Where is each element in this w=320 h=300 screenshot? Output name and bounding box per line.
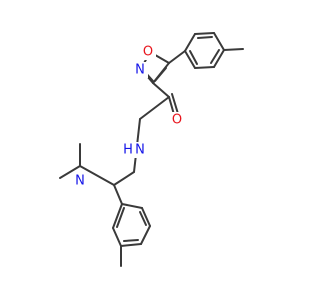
bond	[112, 203, 123, 229]
bond	[213, 49, 225, 68]
atom-labels: O N O H N N	[73, 44, 185, 189]
bond	[210, 49, 220, 64]
svg-text:N: N	[75, 174, 85, 189]
bond	[184, 50, 196, 69]
amine-nitrogen-label: N	[73, 173, 88, 189]
bond	[79, 165, 115, 186]
bond	[113, 184, 123, 205]
amide-nitrogen-label: H N	[123, 142, 146, 158]
ring-nitrogen-label: N	[133, 62, 148, 78]
bond	[223, 48, 244, 51]
bond	[184, 33, 196, 52]
ring-oxygen-label: O	[141, 44, 156, 60]
svg-text:N: N	[135, 63, 145, 78]
bond	[154, 67, 167, 82]
bond	[120, 243, 142, 247]
svg-text:O: O	[143, 45, 153, 60]
svg-text:N: N	[135, 143, 145, 158]
bond	[194, 66, 215, 69]
bond	[189, 50, 198, 65]
bond	[194, 32, 215, 35]
bond	[213, 32, 225, 51]
bond	[139, 96, 170, 120]
bond	[121, 203, 143, 209]
bond	[141, 207, 151, 227]
svg-text:H: H	[123, 143, 133, 158]
carbonyl-oxygen-label: O	[170, 112, 185, 128]
chemical-structure-diagram: O N O H N N	[59, 32, 244, 267]
bond	[140, 225, 151, 245]
bond	[59, 165, 81, 179]
bond	[168, 50, 186, 64]
bond	[116, 207, 125, 228]
bond	[152, 82, 170, 98]
bond	[197, 36, 213, 39]
bond	[113, 171, 135, 186]
svg-text:O: O	[172, 113, 182, 128]
bond	[123, 239, 139, 242]
bond	[112, 227, 122, 247]
bond	[139, 211, 147, 226]
bonds	[59, 32, 244, 267]
